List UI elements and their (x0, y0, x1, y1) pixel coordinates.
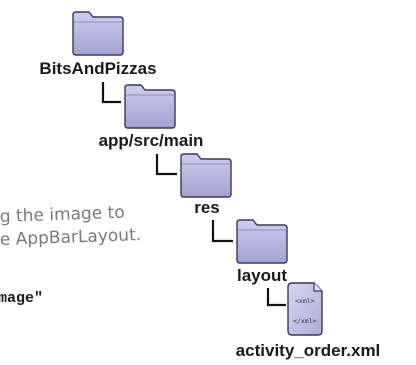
connector-root-app (101, 82, 121, 104)
annotation-line-1: g the image to (0, 203, 125, 227)
tree-res-label: res (194, 198, 220, 217)
folder-icon (72, 11, 124, 56)
annotation-line-2: e AppBarLayout. (0, 225, 141, 250)
tree-app-label: app/src/main (99, 131, 204, 150)
folder-icon (236, 219, 288, 264)
xml-file-icon: <xml> </xml> (287, 282, 323, 336)
xml-open-tag: <xml> (295, 297, 315, 305)
folder-icon (180, 153, 232, 198)
code-snippet: mage" (0, 290, 43, 307)
tree-file-label: activity_order.xml (236, 341, 381, 360)
tree-root-label: BitsAndPizzas (39, 59, 156, 78)
connector-layout-file (266, 288, 286, 307)
tree-layout-label: layout (237, 266, 287, 285)
connector-app-res (155, 154, 177, 176)
folder-icon (124, 84, 176, 129)
xml-close-tag: </xml> (293, 317, 317, 325)
connector-res-layout (211, 220, 233, 243)
